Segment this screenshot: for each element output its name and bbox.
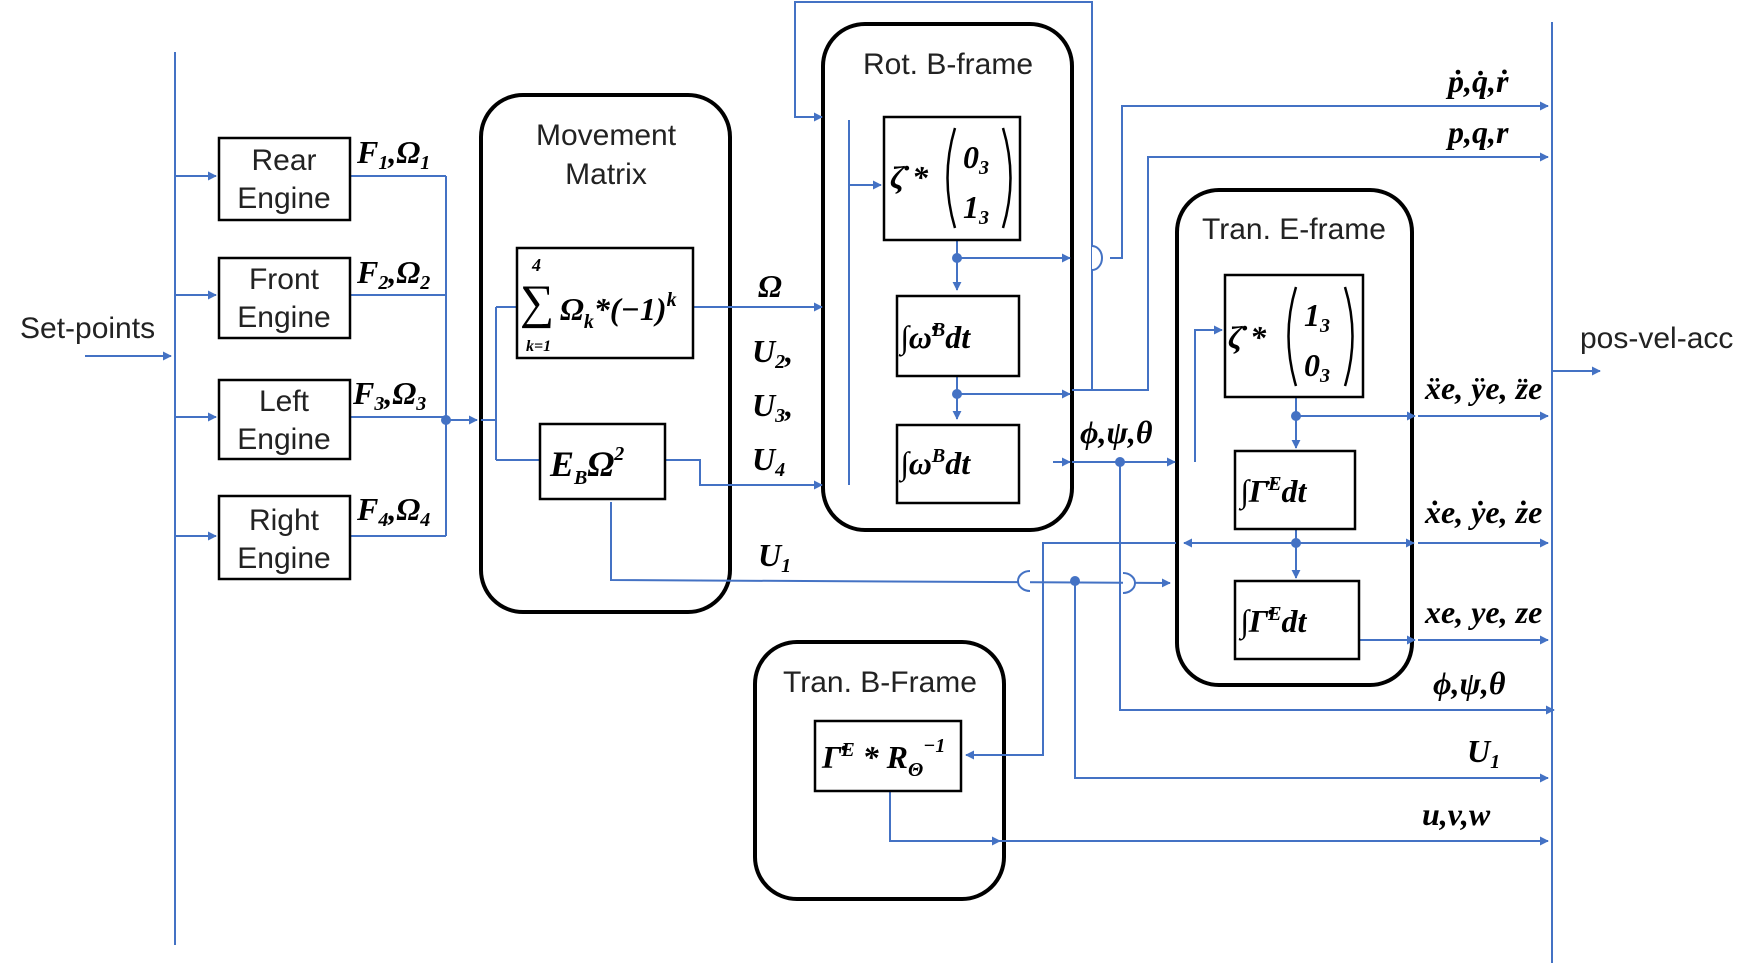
- engine-right-line2: Engine: [237, 542, 330, 575]
- movement-title-line1: Movement: [536, 119, 677, 152]
- output-u1: U1: [1467, 733, 1500, 773]
- engine-block-front: [217, 256, 352, 340]
- rot-int-omega-label: ∫ωBdt: [898, 445, 971, 483]
- sum-upper-limit: 4: [531, 255, 541, 275]
- engine-left-line2: Engine: [237, 423, 330, 456]
- rot-zeta-bottom: 13: [963, 189, 989, 229]
- output-labels: ṗ,q̇,ṙ p,q,r ẍe, ÿe, z̈e ẋe, ẏe, że xe, …: [1422, 63, 1542, 832]
- rot-bframe: Rot. B-frame ζ̇ * 03 13 ∫ω̇Bdt ∫ωBdt: [863, 48, 1033, 505]
- tran-eframe: Tran. E-frame ζ̇ * 13 03 ∫Γ̈Edt ∫Γ̇Edt: [1202, 213, 1386, 661]
- setpoints-label: Set-points: [20, 312, 155, 345]
- rot-int-omega-dot-block: [895, 294, 1021, 378]
- rot-bframe-title: Rot. B-frame: [863, 48, 1033, 81]
- engine-block-right: [217, 494, 352, 581]
- engine-block-rear: [217, 136, 352, 222]
- output-acceleration: ẍe, ÿe, z̈e: [1424, 370, 1542, 406]
- tran-eframe-title: Tran. E-frame: [1202, 213, 1386, 246]
- signal-labels: Ω U2, U3, U4 U1 ϕ,ψ,θ: [752, 268, 1153, 577]
- tran-zeta-top: 13: [1304, 297, 1330, 337]
- tran-bframe-block: [813, 719, 963, 793]
- engine-front-line2: Engine: [237, 301, 330, 334]
- sum-block: [515, 246, 695, 360]
- engine-out-label-4: F4,Ω4: [356, 491, 430, 531]
- engine-front-line1: Front: [249, 263, 320, 296]
- rot-zeta-label: ζ̇ *: [890, 159, 929, 195]
- angles-signal-label: ϕ,ψ,θ: [1080, 414, 1153, 450]
- sum-symbol: ∑: [520, 276, 554, 329]
- movement-title-line2: Matrix: [565, 158, 647, 191]
- engine-block-left: [217, 378, 352, 461]
- tran-bframe-title: Tran. B-Frame: [783, 666, 977, 699]
- tran-int-gamma-dot-block: [1233, 579, 1361, 661]
- engine-rear-line1: Rear: [251, 144, 316, 177]
- engine-rear-line2: Engine: [237, 182, 330, 215]
- u3-signal-label: U3,: [752, 387, 793, 427]
- omega-signal-label: Ω: [758, 268, 782, 304]
- rot-int-omega-block: [895, 423, 1021, 505]
- rot-zeta-left-paren: [946, 127, 957, 229]
- output-pqr: p,q,r: [1445, 114, 1509, 150]
- u2-signal-label: U2,: [752, 333, 793, 373]
- rot-zeta-right-paren: [1001, 127, 1012, 229]
- output-label: pos-vel-acc: [1580, 322, 1733, 355]
- tran-zeta-right-paren: [1343, 286, 1354, 387]
- tran-zeta-left-paren: [1287, 286, 1298, 387]
- engine-blocks: Rear Engine Front Engine Left Engine Rig…: [217, 136, 352, 581]
- rot-int-omega-dot-label: ∫ω̇Bdt: [898, 319, 971, 357]
- eb-omega-expression: EBΩ2: [549, 443, 624, 489]
- engine-right-line1: Right: [249, 504, 320, 537]
- tran-bframe-expression: Γ̇E * RΘ−1: [821, 735, 945, 781]
- engine-out-label-1: F1,Ω1: [356, 134, 430, 174]
- tran-int-gamma-ddot-block: [1233, 449, 1357, 531]
- tran-zeta-bottom: 03: [1304, 347, 1330, 387]
- movement-matrix: Movement Matrix 4 ∑ k=1 Ωk*(−1)k EBΩ2: [515, 119, 695, 501]
- tran-int-gamma-dot-label: ∫Γ̇Edt: [1238, 603, 1307, 641]
- output-position: xe, ye, ze: [1424, 594, 1542, 630]
- engine-out-label-2: F2,Ω2: [356, 254, 430, 294]
- u4-signal-label: U4: [752, 441, 785, 481]
- sum-expression: Ωk*(−1)k: [560, 289, 677, 333]
- output-velocity: ẋe, ẏe, że: [1424, 494, 1542, 530]
- output-pqr-dot: ṗ,q̇,ṙ: [1445, 63, 1509, 99]
- rot-zeta-top: 03: [963, 139, 989, 179]
- tran-bframe: Tran. B-Frame Γ̇E * RΘ−1: [783, 666, 977, 793]
- output-angles: ϕ,ψ,θ: [1433, 665, 1506, 701]
- wire-crossings: [1017, 245, 1136, 594]
- tran-zeta-label: ζ̇ *: [1228, 319, 1267, 355]
- junction-dots: [441, 253, 1301, 586]
- engine-left-line1: Left: [259, 385, 310, 418]
- engine-output-labels: F1,Ω1 F2,Ω2 F3,Ω3 F4,Ω4: [352, 134, 430, 531]
- u1-signal-label: U1: [758, 537, 791, 577]
- output-uvw: u,v,w: [1422, 796, 1491, 832]
- engine-out-label-3: F3,Ω3: [352, 375, 426, 415]
- eb-omega-block: [538, 422, 667, 501]
- sum-lower-limit: k=1: [526, 338, 551, 355]
- signal-wires: [85, 1, 1601, 963]
